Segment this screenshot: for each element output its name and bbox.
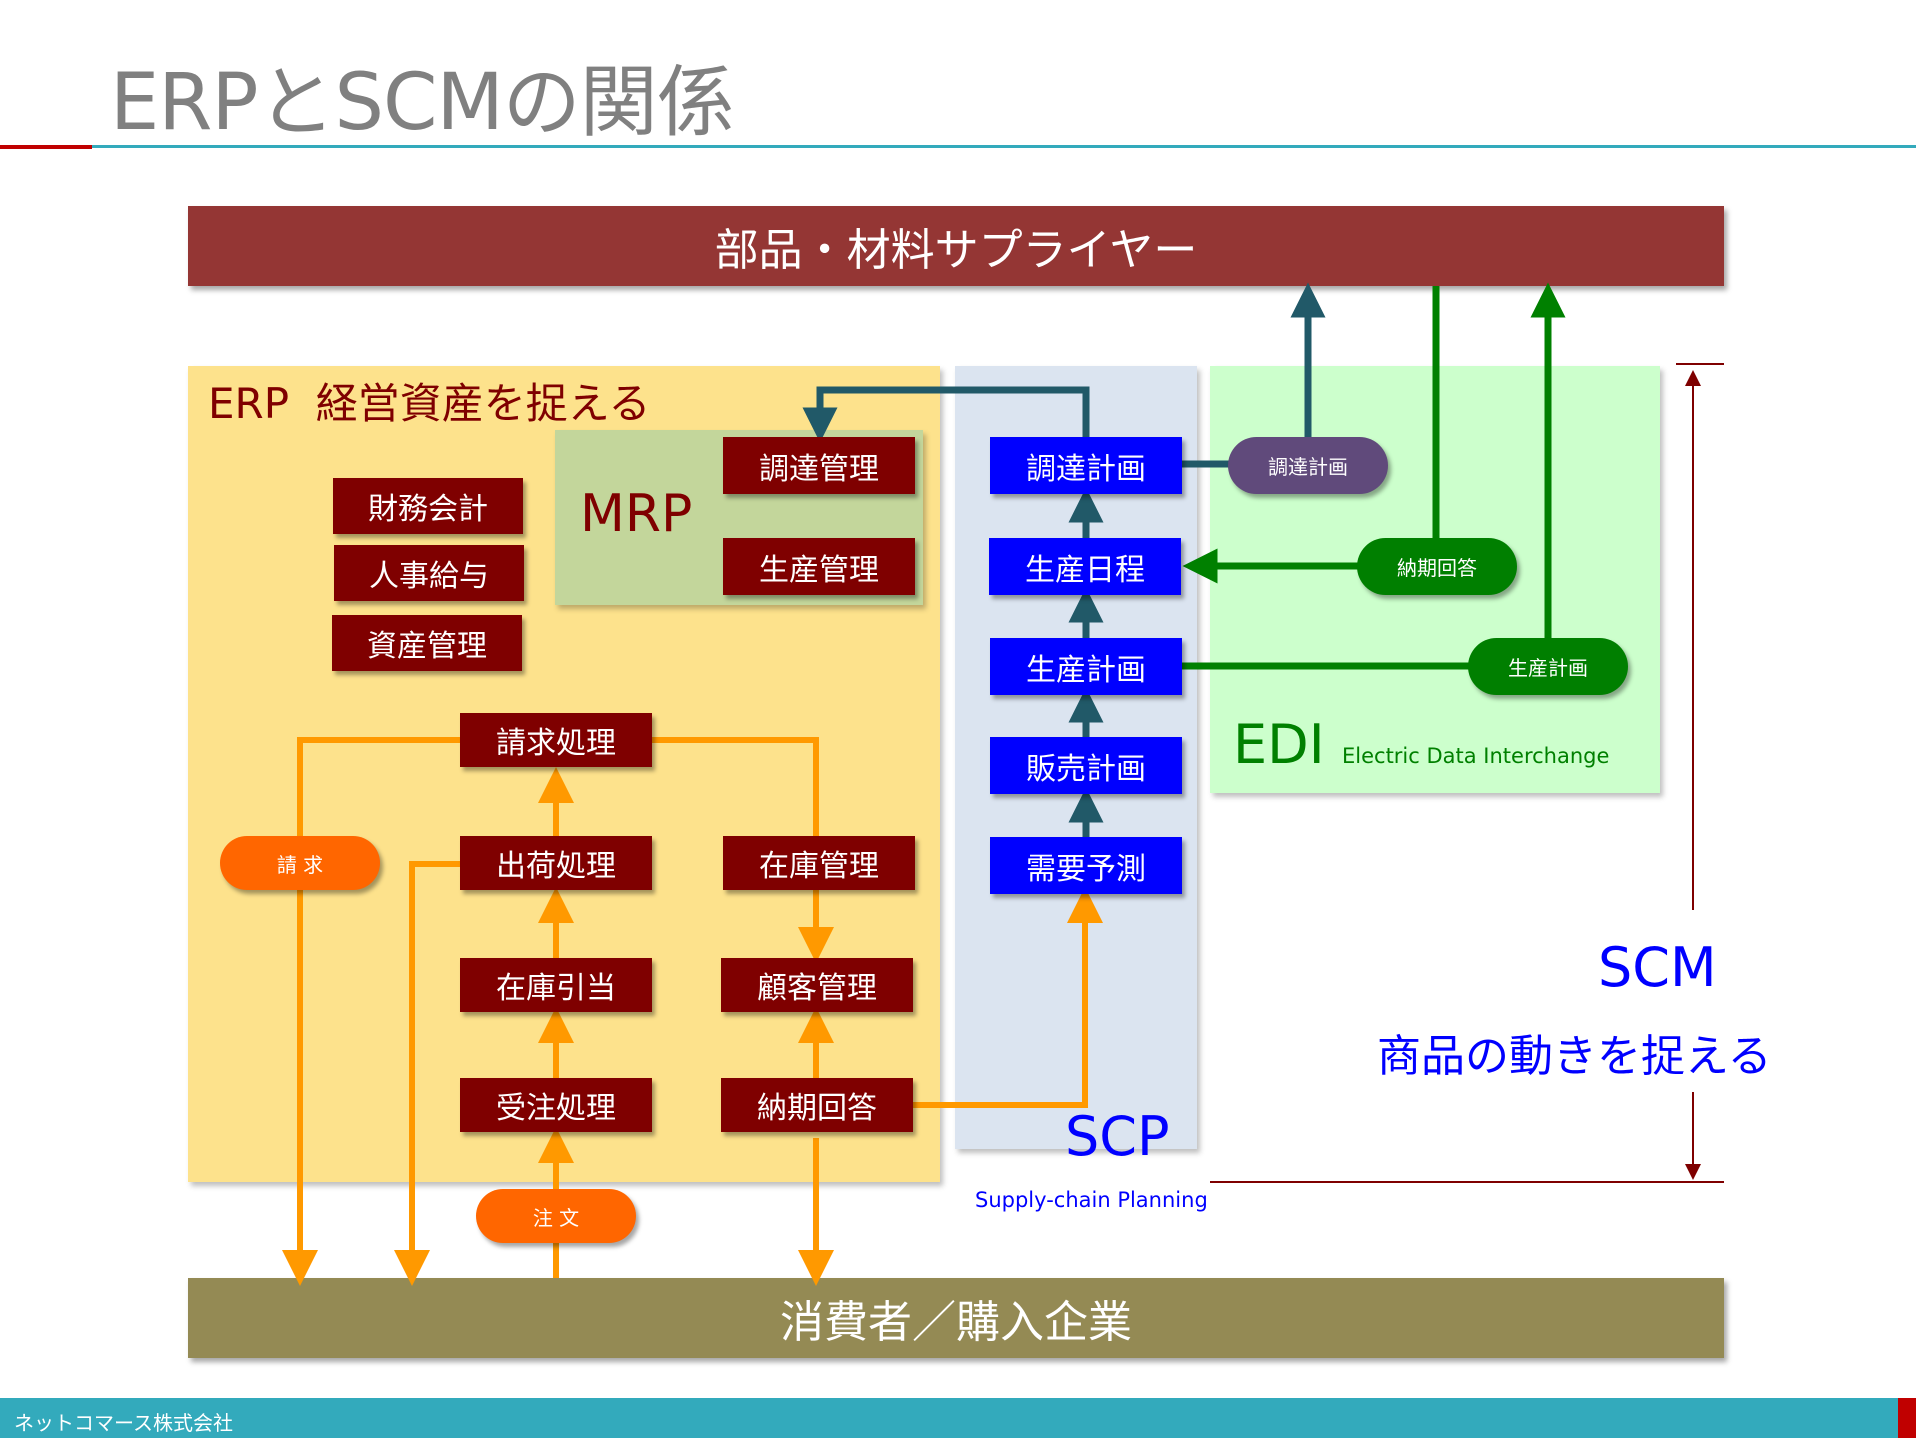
scp-label: SCP	[1065, 1105, 1170, 1168]
footer-accent	[1898, 1398, 1916, 1438]
box-production-plan: 生産計画	[990, 638, 1182, 695]
page-title: ERPとSCMの関係	[110, 58, 735, 148]
box-sales-plan: 販売計画	[990, 737, 1182, 794]
mrp-label: MRP	[580, 484, 693, 544]
box-allocation: 在庫引当	[460, 958, 652, 1012]
arrow-shipping-to-consumer	[394, 861, 460, 1286]
company-name: ネットコマース株式会社	[14, 1411, 233, 1435]
supplier-band: 部品・材料サプライヤー	[188, 206, 1724, 286]
box-inventory-mgmt: 在庫管理	[723, 836, 915, 890]
erp-label: ERP 経営資産を捉える	[208, 379, 651, 428]
pill-billing: 請 求	[220, 836, 380, 890]
box-finance: 財務会計	[333, 478, 523, 534]
box-order-receipt: 受注処理	[460, 1078, 652, 1132]
title-rule-accent	[0, 145, 92, 149]
box-delivery-reply: 納期回答	[721, 1078, 913, 1132]
box-demand-forecast: 需要予測	[990, 837, 1182, 894]
box-production-mgmt: 生産管理	[723, 538, 915, 595]
scm-subtitle: 商品の動きを捉える	[1377, 1031, 1772, 1082]
box-billing: 請求処理	[460, 713, 652, 767]
box-shipping: 出荷処理	[460, 836, 652, 890]
box-hr: 人事給与	[334, 545, 524, 601]
pill-order: 注 文	[476, 1189, 636, 1243]
consumer-band: 消費者／購入企業	[188, 1278, 1724, 1358]
box-customer-mgmt: 顧客管理	[721, 958, 913, 1012]
edi-label: EDI	[1233, 713, 1325, 776]
pill-edi-delivery: 納期回答	[1357, 538, 1517, 595]
edi-subtitle: Electric Data Interchange	[1342, 744, 1610, 768]
arrow-billing-to-consumer	[282, 737, 460, 1286]
scm-label: SCM	[1598, 936, 1717, 999]
title-rule	[92, 145, 1916, 148]
pill-edi-production: 生産計画	[1468, 638, 1628, 695]
box-production-schedule: 生産日程	[989, 538, 1181, 595]
arrow-delivery-to-forecast	[912, 887, 1103, 1108]
footer-bar	[0, 1398, 1898, 1438]
box-procurement-mgmt: 調達管理	[723, 437, 915, 494]
scp-subtitle: Supply-chain Planning	[975, 1188, 1208, 1212]
arrow-procplan-to-procmgmt	[802, 386, 1090, 443]
box-assets: 資産管理	[332, 615, 522, 671]
pill-edi-procurement: 調達計画	[1228, 437, 1388, 494]
box-procurement-plan: 調達計画	[990, 437, 1182, 494]
